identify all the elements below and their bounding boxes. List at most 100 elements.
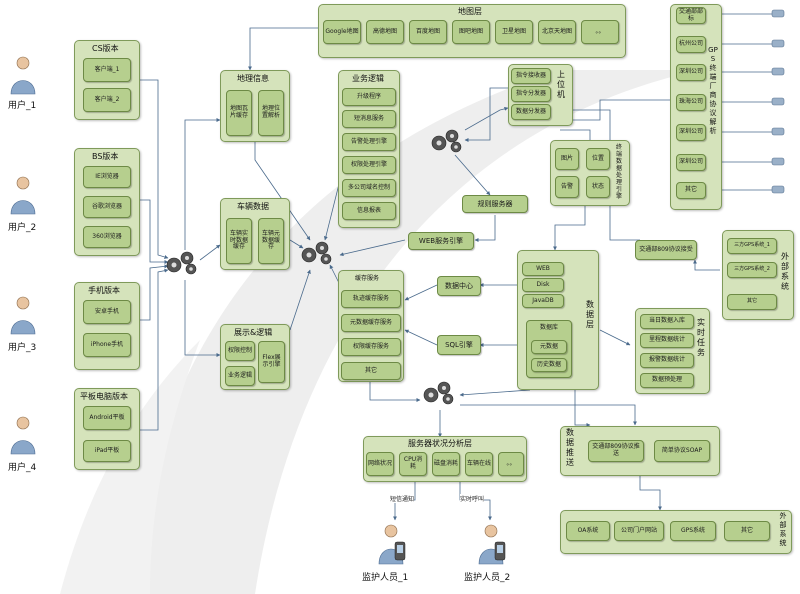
data-preprocess-box: 数据预处理 xyxy=(640,373,694,388)
user-4-label: 用户_4 xyxy=(8,463,37,473)
line-gear-vehicle xyxy=(199,244,221,261)
line-datacenter-cache xyxy=(404,284,438,301)
jt809-receive-box: 交通部809协议接受 xyxy=(635,240,697,260)
360-browser-box: 360浏览器 xyxy=(83,226,131,248)
map-tile-cache-box: 地图瓦片缓存 xyxy=(226,90,252,136)
monitor-2-icon xyxy=(478,524,506,565)
mileage-stats-box: 里程数据统计 xyxy=(640,333,694,348)
user-1-label: 用户_1 xyxy=(8,101,37,111)
map-layer-title: 地图层 xyxy=(458,7,482,16)
monitor-1-icon xyxy=(378,524,406,565)
gear-icon xyxy=(301,241,332,265)
client-1-box: 客户端_1 xyxy=(83,58,131,82)
tablet-version-title: 平板电脑版本 xyxy=(80,392,128,401)
user-3-label: 用户_3 xyxy=(8,343,37,353)
ipad-box: iPad平板 xyxy=(83,440,131,462)
gear-icon xyxy=(423,381,454,405)
picture-box: 图片 xyxy=(555,148,579,170)
protocol-shenzhen-3-box: 深圳公司 xyxy=(676,154,706,171)
server-more-box: 。。 xyxy=(498,452,524,476)
flex-engine-box: Flex展示引擎 xyxy=(258,341,285,383)
user-4-icon xyxy=(10,416,36,455)
line-display-gear2 xyxy=(289,269,311,331)
external-in-title: 外部系统 xyxy=(781,252,789,291)
line-sql-cache xyxy=(404,329,438,346)
alarm-box: 告警 xyxy=(555,176,579,198)
line-data-gear4 xyxy=(459,389,531,397)
gear-icon xyxy=(431,129,462,153)
command-receiver-box: 指令接收器 xyxy=(511,68,551,84)
monitor-1-label: 监护人员_1 xyxy=(362,573,409,583)
third-gps-1-box: 三方GPS系统_1 xyxy=(727,238,777,254)
bs-version-title: BS版本 xyxy=(92,152,119,161)
history-db-box: 历史数据 xyxy=(531,358,567,372)
line-push-extout xyxy=(639,475,662,511)
user-1-icon xyxy=(10,56,36,95)
chrome-browser-box: 谷歌浏览器 xyxy=(83,196,131,218)
line-data-realtime xyxy=(599,329,631,346)
data-web-box: WEB xyxy=(522,262,564,276)
permission-control-box: 权限控制 xyxy=(225,341,255,361)
data-disk-box: Disk xyxy=(522,278,564,292)
external-out-other-box: 其它 xyxy=(724,521,770,541)
line-rule-web xyxy=(474,215,496,242)
line-cs-gear xyxy=(140,79,169,259)
amap-box: 高德地图 xyxy=(366,20,404,44)
cache-service-title: 缓存服务 xyxy=(355,275,380,282)
protocol-hangzhou-box: 杭州公司 xyxy=(676,36,706,53)
mapbar-box: 图吧地图 xyxy=(452,20,490,44)
data-push-title: 数据推送 xyxy=(566,428,574,467)
data-center-box: 数据中心 xyxy=(437,276,481,296)
client-2-box: 客户端_2 xyxy=(83,88,131,112)
google-map-box: Google地图 xyxy=(323,20,361,44)
protocol-zhuhai-box: 珠海公司 xyxy=(676,94,706,111)
background-swoosh xyxy=(130,70,700,594)
business-logic-box: 业务逻辑 xyxy=(225,366,255,386)
upper-machine-title: 上位机 xyxy=(557,70,565,99)
android-tablet-box: Android平板 xyxy=(83,406,131,430)
external-out-title: 外部系统 xyxy=(779,512,787,547)
cpu-usage-box: CPU消耗 xyxy=(399,452,427,476)
geo-location-parse-box: 地理位置解析 xyxy=(258,90,284,136)
line-terminal-data xyxy=(553,205,586,251)
alarm-engine-box: 告警处理引擎 xyxy=(342,133,396,151)
position-box: 位置 xyxy=(586,148,610,170)
realtime-tasks-title: 实时任务 xyxy=(697,318,705,357)
baidu-map-box: 百度地图 xyxy=(409,20,447,44)
geo-info-title: 地理信息 xyxy=(237,74,269,83)
line-extin-jt809 xyxy=(693,259,720,271)
line-data-push xyxy=(574,390,591,427)
display-logic-title: 展示&逻辑 xyxy=(234,328,273,337)
data-layer-title: 数据层 xyxy=(586,300,594,329)
permission-cache-box: 权限缓存服务 xyxy=(341,338,401,356)
disk-usage-box: 磁盘消耗 xyxy=(432,452,460,476)
satellite-map-box: 卫星地图 xyxy=(495,20,533,44)
protocol-shenzhen-2-box: 深圳公司 xyxy=(676,124,706,141)
android-phone-box: 安卓手机 xyxy=(83,300,131,324)
line-bs-gear xyxy=(140,199,169,264)
line-upper-gear3 xyxy=(464,87,508,142)
line-gear4-push xyxy=(460,404,637,426)
data-dispatcher-box: 数据分发器 xyxy=(511,104,551,120)
line-mobile-gear xyxy=(140,264,169,321)
tianditu-box: 北京天地图 xyxy=(538,20,576,44)
line-gear3-upper xyxy=(464,106,509,131)
command-dispatcher-box: 指令分发器 xyxy=(511,86,551,102)
sql-engine-box: SQL引擎 xyxy=(437,335,481,355)
sms-service-box: 短消息服务 xyxy=(342,110,396,128)
line-business-gear2 xyxy=(323,179,341,241)
web-engine-box: WEB服务引擎 xyxy=(408,232,474,250)
metadata-cache-box: 元数据缓存服务 xyxy=(341,314,401,332)
status-box: 状态 xyxy=(586,176,610,198)
cs-version-title: CS版本 xyxy=(92,44,119,53)
vehicle-realtime-cache-box: 车辆实时数据缓存 xyxy=(226,218,252,264)
protocol-jt-box: 交通部部标 xyxy=(676,7,706,24)
line-map-geo xyxy=(248,27,320,71)
map-more-box: 。。 xyxy=(581,20,619,44)
info-report-box: 信息报表 xyxy=(342,202,396,220)
line-geo-gear2 xyxy=(254,140,311,241)
external-in-other-box: 其它 xyxy=(727,294,777,310)
line-tablet-gear xyxy=(140,268,169,431)
vehicle-metadata-cache-box: 车辆元数据缓存 xyxy=(258,218,284,264)
